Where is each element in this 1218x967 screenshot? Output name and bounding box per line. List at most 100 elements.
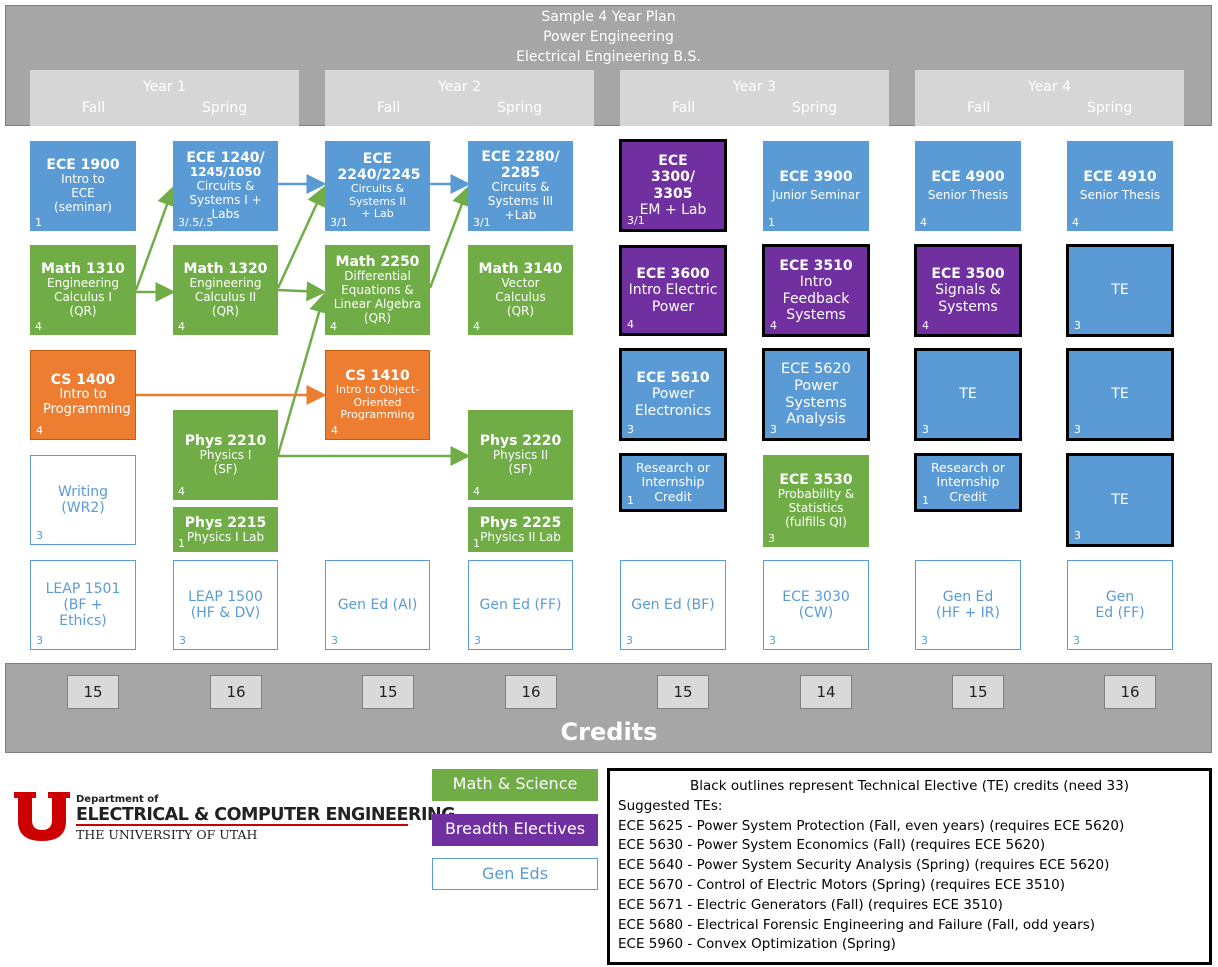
- course-ece3500[interactable]: ECE 3500 Signals & Systems 4: [914, 244, 1022, 337]
- course-gened-ai[interactable]: Gen Ed (AI) 3: [325, 560, 430, 650]
- course-credits: 3/1: [330, 216, 348, 229]
- course-credits: 4: [473, 485, 480, 498]
- course-code: ECE 1900: [46, 157, 120, 174]
- course-credits: 3: [1074, 319, 1081, 332]
- course-desc: Physics I (SF): [199, 448, 252, 477]
- course-ece4900[interactable]: ECE 4900 Senior Thesis 4: [915, 141, 1021, 231]
- course-credits: 4: [35, 320, 42, 333]
- course-desc: TE: [1111, 491, 1129, 508]
- te-item: ECE 5670 - Control of Electric Motors (S…: [618, 876, 1066, 893]
- course-te-y4-spring-3[interactable]: TE 3: [1066, 453, 1174, 547]
- course-te-y4-spring-2[interactable]: TE 3: [1066, 348, 1174, 441]
- course-desc: Physics II (SF): [492, 448, 549, 477]
- arrow-math2250-ece2280: [428, 185, 472, 289]
- course-ece2280[interactable]: ECE 2280/ 2285 Circuits & Systems III +L…: [468, 141, 573, 231]
- te-notes: Black outlines represent Technical Elect…: [607, 768, 1212, 965]
- course-gened-bf[interactable]: Gen Ed (BF) 3: [620, 560, 726, 650]
- course-desc: Circuits & Systems III +Lab: [487, 180, 554, 222]
- course-credits: 4: [331, 424, 338, 437]
- course-credits: 1: [768, 216, 775, 229]
- course-ece3900[interactable]: ECE 3900 Junior Seminar 1: [763, 141, 869, 231]
- logo-dept: Department of: [76, 794, 159, 805]
- credit-total-6: 14: [800, 675, 852, 709]
- course-phys2225[interactable]: Phys 2225 Physics II Lab 1: [468, 507, 573, 552]
- course-desc: Circuits & Systems II + Lab: [349, 182, 406, 221]
- course-desc: Physics II Lab: [480, 529, 561, 544]
- course-code: ECE 3500: [931, 266, 1005, 283]
- course-credits: 3: [331, 634, 338, 647]
- course-ece5610[interactable]: ECE 5610 Power Electronics 3: [619, 348, 727, 441]
- year-4-header: Year 4 Fall Spring: [915, 70, 1184, 126]
- course-math2250[interactable]: Math 2250 Differential Equations & Linea…: [325, 245, 430, 335]
- course-math3140[interactable]: Math 3140 Vector Calculus (QR) 4: [468, 245, 573, 335]
- arrow-math1320-math2250: [277, 281, 327, 302]
- course-math1320[interactable]: Math 1320 Engineering Calculus II (QR) 4: [173, 245, 278, 335]
- course-desc: Engineering Calculus II (QR): [189, 276, 262, 318]
- course-desc: Circuits & Systems I + Labs: [189, 179, 262, 221]
- course-desc: Physics I Lab: [186, 529, 265, 544]
- course-desc: Intro to Object-Oriented Programming: [335, 383, 420, 422]
- course-ece3300[interactable]: ECE 3300/ 3305 EM + Lab 3/1: [619, 139, 727, 232]
- course-code: Phys 2210: [184, 433, 267, 450]
- course-credits: 4: [178, 485, 185, 498]
- course-desc: Gen Ed (BF): [631, 596, 715, 613]
- course-desc: Intro to Programming: [43, 387, 131, 418]
- course-phys2220[interactable]: Phys 2220 Physics II (SF) 4: [468, 410, 573, 500]
- course-ece1900[interactable]: ECE 1900 Intro to ECE (seminar) 1: [30, 141, 136, 231]
- course-phys2215[interactable]: Phys 2215 Physics I Lab 1: [173, 507, 278, 552]
- te-notes-suggested: Suggested TEs:: [618, 797, 723, 814]
- course-ece3600[interactable]: ECE 3600 Intro Electric Power 4: [619, 245, 727, 336]
- course-cs1410[interactable]: CS 1410 Intro to Object-Oriented Program…: [325, 350, 430, 440]
- credit-total-8: 16: [1104, 675, 1156, 709]
- course-credits: 4: [922, 319, 929, 332]
- te-item: ECE 5640 - Power System Security Analysi…: [618, 857, 1110, 874]
- course-ece1240[interactable]: ECE 1240/ 1245/1050 Circuits & Systems I…: [173, 141, 278, 231]
- te-item: ECE 5671 - Electric Generators (Fall) (r…: [618, 896, 1003, 913]
- course-desc: LEAP 1500 (HF & DV): [188, 588, 263, 621]
- course-desc: Probability & Statistics (fulfills QI): [777, 487, 855, 529]
- course-code: Math 2250: [335, 254, 420, 271]
- course-gened-hfir[interactable]: Gen Ed (HF + IR) 3: [915, 560, 1021, 650]
- credit-total-4: 16: [505, 675, 557, 709]
- course-credits: 3: [36, 529, 43, 542]
- credit-total-1: 15: [67, 675, 119, 709]
- course-credits: 3: [770, 423, 777, 436]
- course-cs1400[interactable]: CS 1400 Intro to Programming 4: [30, 350, 136, 440]
- course-ece2240[interactable]: ECE 2240/2245 Circuits & Systems II + La…: [325, 141, 430, 231]
- spring-label: Spring: [1087, 100, 1133, 116]
- course-gened-ff-2[interactable]: Gen Ed (FF) 3: [1067, 560, 1173, 650]
- te-item: ECE 5680 - Electrical Forensic Engineeri…: [618, 916, 1096, 933]
- course-leap1501[interactable]: LEAP 1501 (BF + Ethics) 3: [30, 560, 136, 650]
- course-credits: 4: [330, 320, 337, 333]
- course-leap1500[interactable]: LEAP 1500 (HF & DV) 3: [173, 560, 278, 650]
- u-logo-icon: [14, 792, 70, 841]
- course-credits: 3: [1073, 634, 1080, 647]
- year-2-header: Year 2 Fall Spring: [325, 70, 594, 126]
- spring-label: Spring: [497, 100, 543, 116]
- legend-breadth-electives: Breadth Electives: [432, 814, 598, 846]
- spring-label: Spring: [792, 100, 838, 116]
- course-ece3530[interactable]: ECE 3530 Probability & Statistics (fulfi…: [763, 455, 869, 547]
- course-credits: 4: [627, 318, 634, 331]
- course-ece5620[interactable]: ECE 5620 Power Systems Analysis 3: [762, 348, 870, 441]
- course-credits: 4: [770, 319, 777, 332]
- course-credits: 3: [626, 634, 633, 647]
- course-credits: 3/1: [627, 214, 645, 227]
- credit-total-7: 15: [952, 675, 1004, 709]
- course-te-y4-fall[interactable]: TE 3: [914, 348, 1022, 441]
- course-research-y3[interactable]: Research or Internship Credit 1: [619, 453, 727, 512]
- course-writing[interactable]: Writing (WR2) 3: [30, 455, 136, 545]
- course-research-y4[interactable]: Research or Internship Credit 1: [914, 453, 1022, 512]
- course-math1310[interactable]: Math 1310 Engineering Calculus I (QR) 4: [30, 245, 136, 335]
- course-desc: Senior Thesis: [927, 188, 1009, 203]
- course-phys2210[interactable]: Phys 2210 Physics I (SF) 4: [173, 410, 278, 500]
- arrow-math1310-ece1240: [134, 185, 177, 291]
- course-ece3030[interactable]: ECE 3030 (CW) 3: [763, 560, 869, 650]
- course-gened-ff[interactable]: Gen Ed (FF) 3: [468, 560, 573, 650]
- course-credits: 3: [922, 423, 929, 436]
- course-desc: TE: [1111, 386, 1129, 403]
- course-code: Math 1310: [41, 261, 125, 278]
- course-ece3510[interactable]: ECE 3510 Intro Feedback Systems 4: [762, 244, 870, 337]
- course-ece4910[interactable]: ECE 4910 Senior Thesis 4: [1067, 141, 1173, 231]
- course-te-y4-spring-1[interactable]: TE 3: [1066, 244, 1174, 337]
